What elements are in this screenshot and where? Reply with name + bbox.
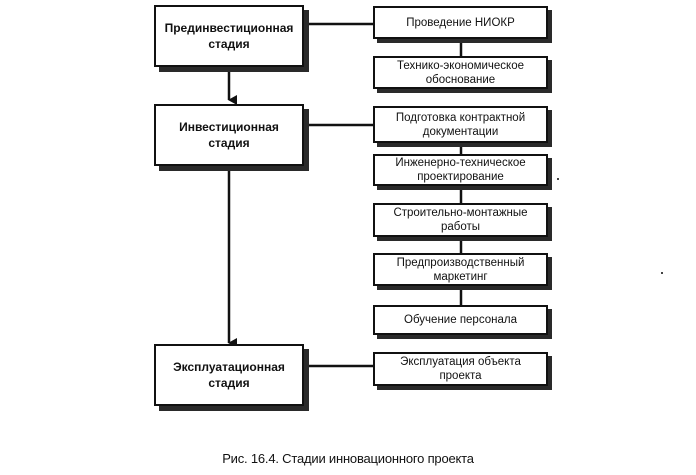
task-feasibility-study: Технико-экономическое обоснование: [373, 56, 548, 89]
task-rnd: Проведение НИОКР: [373, 6, 548, 39]
stage-operational: Эксплуатационная стадия: [154, 344, 304, 406]
task-construction-works: Строительно-монтажные работы: [373, 203, 548, 237]
task-staff-training: Обучение персонала: [373, 305, 548, 335]
task-engineering-design: Инженерно-техническое проектирование: [373, 154, 548, 186]
task-facility-operation: Эксплуатация объекта проекта: [373, 352, 548, 386]
stage-preinvestment: Прединвестиционная стадия: [154, 5, 304, 67]
stage-investment: Инвестиционная стадия: [154, 104, 304, 166]
task-contract-documentation: Подготовка контрактной документации: [373, 106, 548, 143]
scan-speck: [557, 178, 559, 180]
task-preproduction-marketing: Предпроизводственный маркетинг: [373, 253, 548, 286]
figure-caption: Рис. 16.4. Стадии инновационного проекта: [222, 451, 474, 466]
scan-speck: [661, 272, 663, 274]
